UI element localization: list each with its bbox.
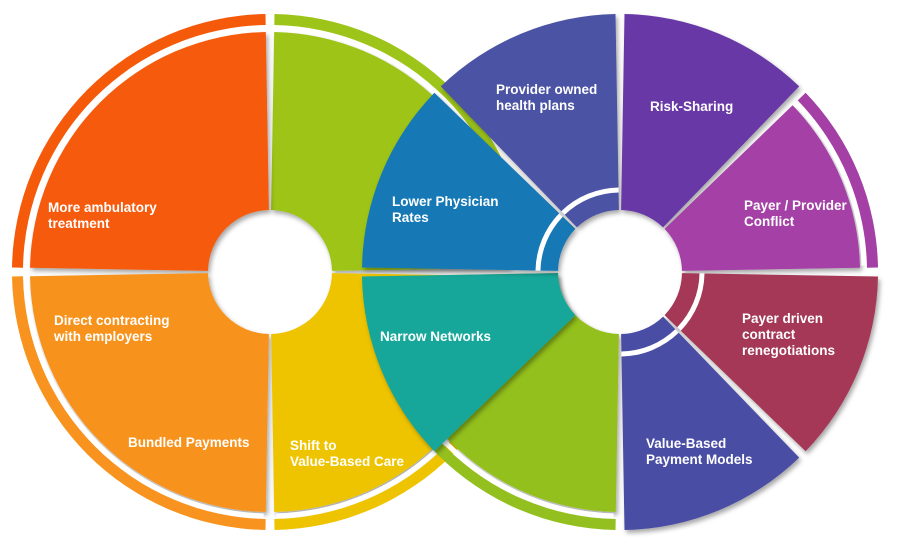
segment-label-line: Shift to (290, 438, 337, 453)
segment-narrow-networks: Narrow Networks (362, 273, 576, 452)
segment-label-line: Payer / Provider (744, 198, 848, 213)
segment-label-line: More ambulatory (48, 200, 157, 215)
segment-wedge (30, 32, 269, 271)
segment-label-bundled-payments: Bundled Payments (128, 435, 250, 450)
segment-outer-band (797, 92, 878, 268)
segment-label-line: renegotiations (742, 343, 835, 358)
segment-label-line: Direct contracting (54, 313, 170, 328)
segment-wedge (362, 92, 576, 271)
segment-label-line: Provider owned (496, 82, 597, 97)
segment-wedge (621, 14, 800, 228)
segment-label-line: Payer driven (742, 311, 823, 326)
segment-label-line: Bundled Payments (128, 435, 250, 450)
segment-wedge (30, 273, 269, 512)
segment-label-line: Payment Models (646, 452, 753, 467)
segment-label-line: Lower Physician (392, 194, 499, 209)
segment-label-narrow-networks: Narrow Networks (380, 329, 491, 344)
segment-inner-divider (621, 329, 679, 357)
segment-label-line: Value-Based Care (290, 454, 405, 469)
segment-label-line: treatment (48, 216, 110, 231)
segment-outer-divider (795, 102, 867, 266)
segment-wedge (440, 14, 619, 228)
segment-outer-divider (23, 25, 264, 266)
segment-wedge (664, 105, 860, 271)
segment-label-line: health plans (496, 98, 575, 113)
segments-layer: Payers aligningwith providersMore ambula… (12, 14, 878, 530)
segment-label-line: Risk-Sharing (650, 99, 733, 114)
segment-label-line: Narrow Networks (380, 329, 491, 344)
segment-outer-divider (23, 278, 264, 519)
segment-label-line: Value-Based (646, 436, 726, 451)
segment-risk-sharing: Risk-Sharing (621, 14, 800, 228)
segment-label-line: Conflict (744, 214, 795, 229)
segment-label-line: with employers (53, 329, 152, 344)
segment-wedge (621, 316, 800, 530)
segment-inner-divider (677, 273, 705, 331)
segment-wedge (664, 273, 878, 452)
segment-label-line: contract (742, 327, 796, 342)
segment-label-risk-sharing: Risk-Sharing (650, 99, 733, 114)
segment-inner-divider (535, 213, 563, 271)
segment-inner-divider (561, 187, 619, 215)
segment-wedge (362, 273, 576, 452)
segment-label-line: Rates (392, 210, 429, 225)
